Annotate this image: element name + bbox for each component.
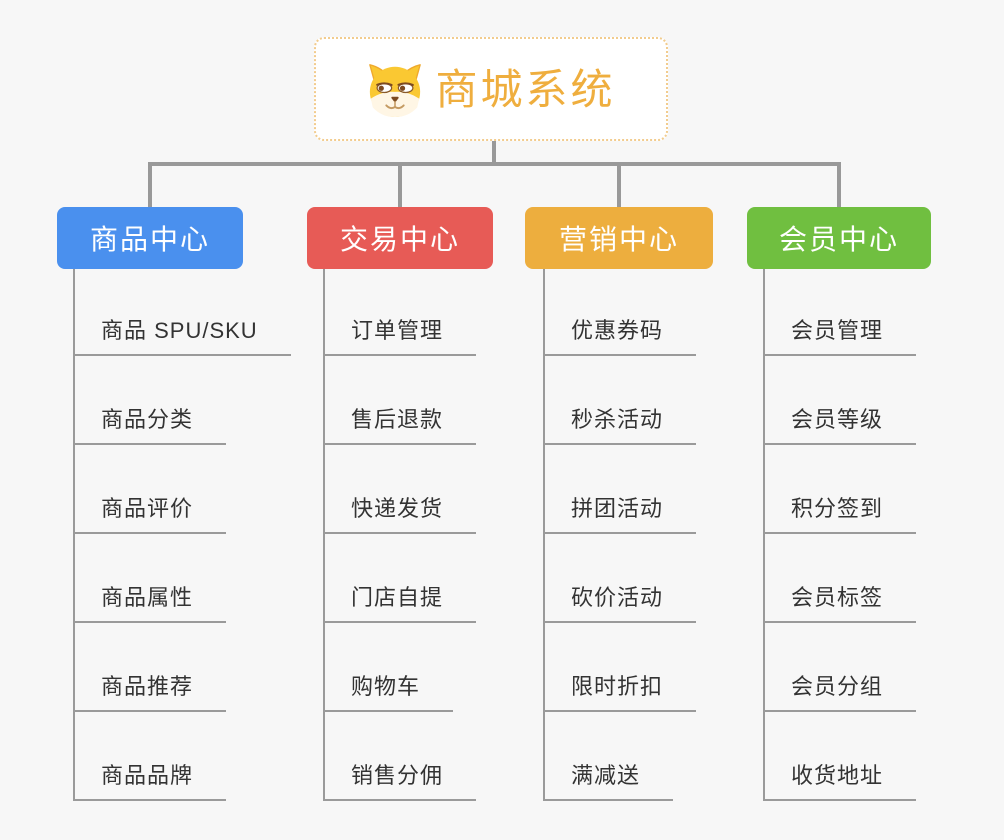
- branch-items-product: 商品 SPU/SKU 商品分类 商品评价 商品属性 商品推荐 商品品牌: [73, 267, 291, 801]
- connector-bus-line: [148, 162, 841, 166]
- leaf-node[interactable]: 砍价活动: [543, 534, 697, 623]
- branch-items-member: 会员管理 会员等级 积分签到 会员标签 会员分组 收货地址: [763, 267, 917, 801]
- leaf-node[interactable]: 商品 SPU/SKU: [73, 267, 291, 356]
- leaf-node[interactable]: 购物车: [323, 623, 454, 712]
- connector-drop-marketing: [617, 162, 621, 208]
- branch-node-product-center[interactable]: 商品中心: [57, 207, 243, 269]
- branch-node-member-center[interactable]: 会员中心: [747, 207, 931, 269]
- leaf-node[interactable]: 收货地址: [763, 712, 917, 801]
- leaf-node[interactable]: 商品推荐: [73, 623, 227, 712]
- leaf-node[interactable]: 商品品牌: [73, 712, 227, 801]
- branch-spine-line: [543, 269, 545, 801]
- leaf-node[interactable]: 会员管理: [763, 267, 917, 356]
- leaf-node[interactable]: 拼团活动: [543, 445, 697, 534]
- leaf-node[interactable]: 积分签到: [763, 445, 917, 534]
- leaf-node[interactable]: 商品属性: [73, 534, 227, 623]
- leaf-node[interactable]: 商品分类: [73, 356, 227, 445]
- connector-root-drop: [492, 141, 496, 166]
- branch-spine-line: [73, 269, 75, 801]
- leaf-node[interactable]: 限时折扣: [543, 623, 697, 712]
- branch-items-trade: 订单管理 售后退款 快递发货 门店自提 购物车 销售分佣: [323, 267, 477, 801]
- connector-drop-product: [148, 162, 152, 208]
- branch-spine-line: [763, 269, 765, 801]
- leaf-node[interactable]: 订单管理: [323, 267, 477, 356]
- leaf-node[interactable]: 会员分组: [763, 623, 917, 712]
- leaf-node[interactable]: 优惠券码: [543, 267, 697, 356]
- leaf-node[interactable]: 商品评价: [73, 445, 227, 534]
- leaf-node[interactable]: 售后退款: [323, 356, 477, 445]
- leaf-node[interactable]: 满减送: [543, 712, 674, 801]
- leaf-node[interactable]: 快递发货: [323, 445, 477, 534]
- connector-drop-member: [837, 162, 841, 208]
- leaf-node[interactable]: 会员标签: [763, 534, 917, 623]
- dog-face-icon: [366, 60, 424, 118]
- branch-node-marketing-center[interactable]: 营销中心: [525, 207, 713, 269]
- root-title: 商城系统: [435, 66, 616, 113]
- leaf-node[interactable]: 会员等级: [763, 356, 917, 445]
- leaf-node[interactable]: 门店自提: [323, 534, 477, 623]
- leaf-node[interactable]: 秒杀活动: [543, 356, 697, 445]
- branch-node-trade-center[interactable]: 交易中心: [307, 207, 493, 269]
- branch-items-marketing: 优惠券码 秒杀活动 拼团活动 砍价活动 限时折扣 满减送: [543, 267, 697, 801]
- leaf-node[interactable]: 销售分佣: [323, 712, 477, 801]
- root-node[interactable]: 商城系统: [314, 37, 668, 141]
- connector-drop-trade: [398, 162, 402, 208]
- branch-spine-line: [323, 269, 325, 801]
